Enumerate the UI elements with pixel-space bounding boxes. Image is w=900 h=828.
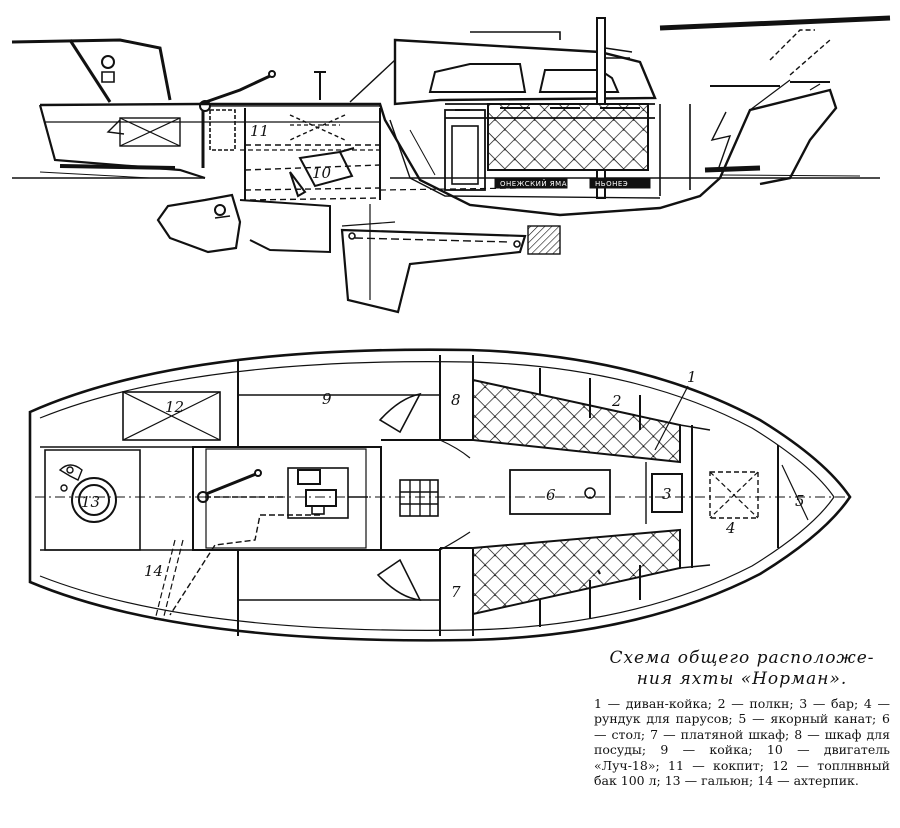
settee-upper	[472, 378, 681, 464]
label-5: 5	[795, 492, 805, 510]
plan-hull-outline	[28, 348, 852, 642]
label-7: 7	[451, 583, 461, 601]
label-6: 6	[546, 486, 556, 504]
label-12: 12	[165, 398, 184, 416]
stern-pulpit	[11, 38, 172, 101]
label-11: 11	[250, 122, 269, 140]
ballast-hatching	[527, 225, 561, 255]
cockpit	[192, 446, 382, 551]
engine-plan	[205, 467, 368, 519]
label-13: 13	[81, 493, 100, 511]
settee-cushion	[487, 103, 649, 171]
caption: Схема общего расположе- ния яхты «Норман…	[594, 648, 890, 788]
label-1: 1	[687, 368, 697, 386]
forestay	[659, 15, 891, 31]
tiller-plan	[205, 472, 257, 496]
label-8: 8	[451, 391, 461, 409]
winch-icon	[101, 55, 115, 69]
companionway-steps	[399, 479, 439, 517]
bar	[651, 473, 683, 513]
hull-plate-1-text: ОНЕЖСКИЙ ЯМАН	[500, 179, 573, 188]
label-4: 4	[725, 519, 736, 537]
skeg	[239, 199, 331, 254]
rudder	[156, 193, 242, 254]
label-2: 2	[611, 392, 622, 410]
label-3: 3	[662, 485, 672, 503]
caption-title: Схема общего расположе- ния яхты «Норман…	[594, 648, 890, 690]
fuel-tank	[122, 391, 221, 441]
table	[509, 469, 611, 515]
label-14: 14	[144, 562, 163, 580]
side-view: ОНЕЖСКИЙ ЯМАН НЬОНЕЭ	[11, 15, 891, 314]
hull-plate-1	[494, 177, 568, 189]
sail-locker-hatch	[709, 471, 759, 519]
plan-view	[28, 348, 852, 642]
berth-cushion-upper	[378, 392, 422, 434]
centerboard	[340, 228, 527, 314]
caption-legend: 1 — диван-койка; 2 — полкн; 3 — бар; 4 —…	[594, 696, 890, 789]
label-10: 10	[312, 164, 332, 182]
hull-outline	[39, 88, 838, 217]
tiller	[199, 74, 271, 106]
caption-title-line1: Схема общего расположе-	[609, 648, 875, 668]
settee-lower	[472, 528, 681, 616]
label-9: 9	[322, 390, 332, 408]
hull-plate-2	[589, 177, 651, 189]
caption-title-line2: ния яхты «Норман».	[636, 669, 848, 689]
berth-cushion-lower	[376, 558, 422, 601]
toilet	[58, 464, 117, 523]
hull-plate-2-text: НЬОНЕЭ	[595, 180, 628, 188]
